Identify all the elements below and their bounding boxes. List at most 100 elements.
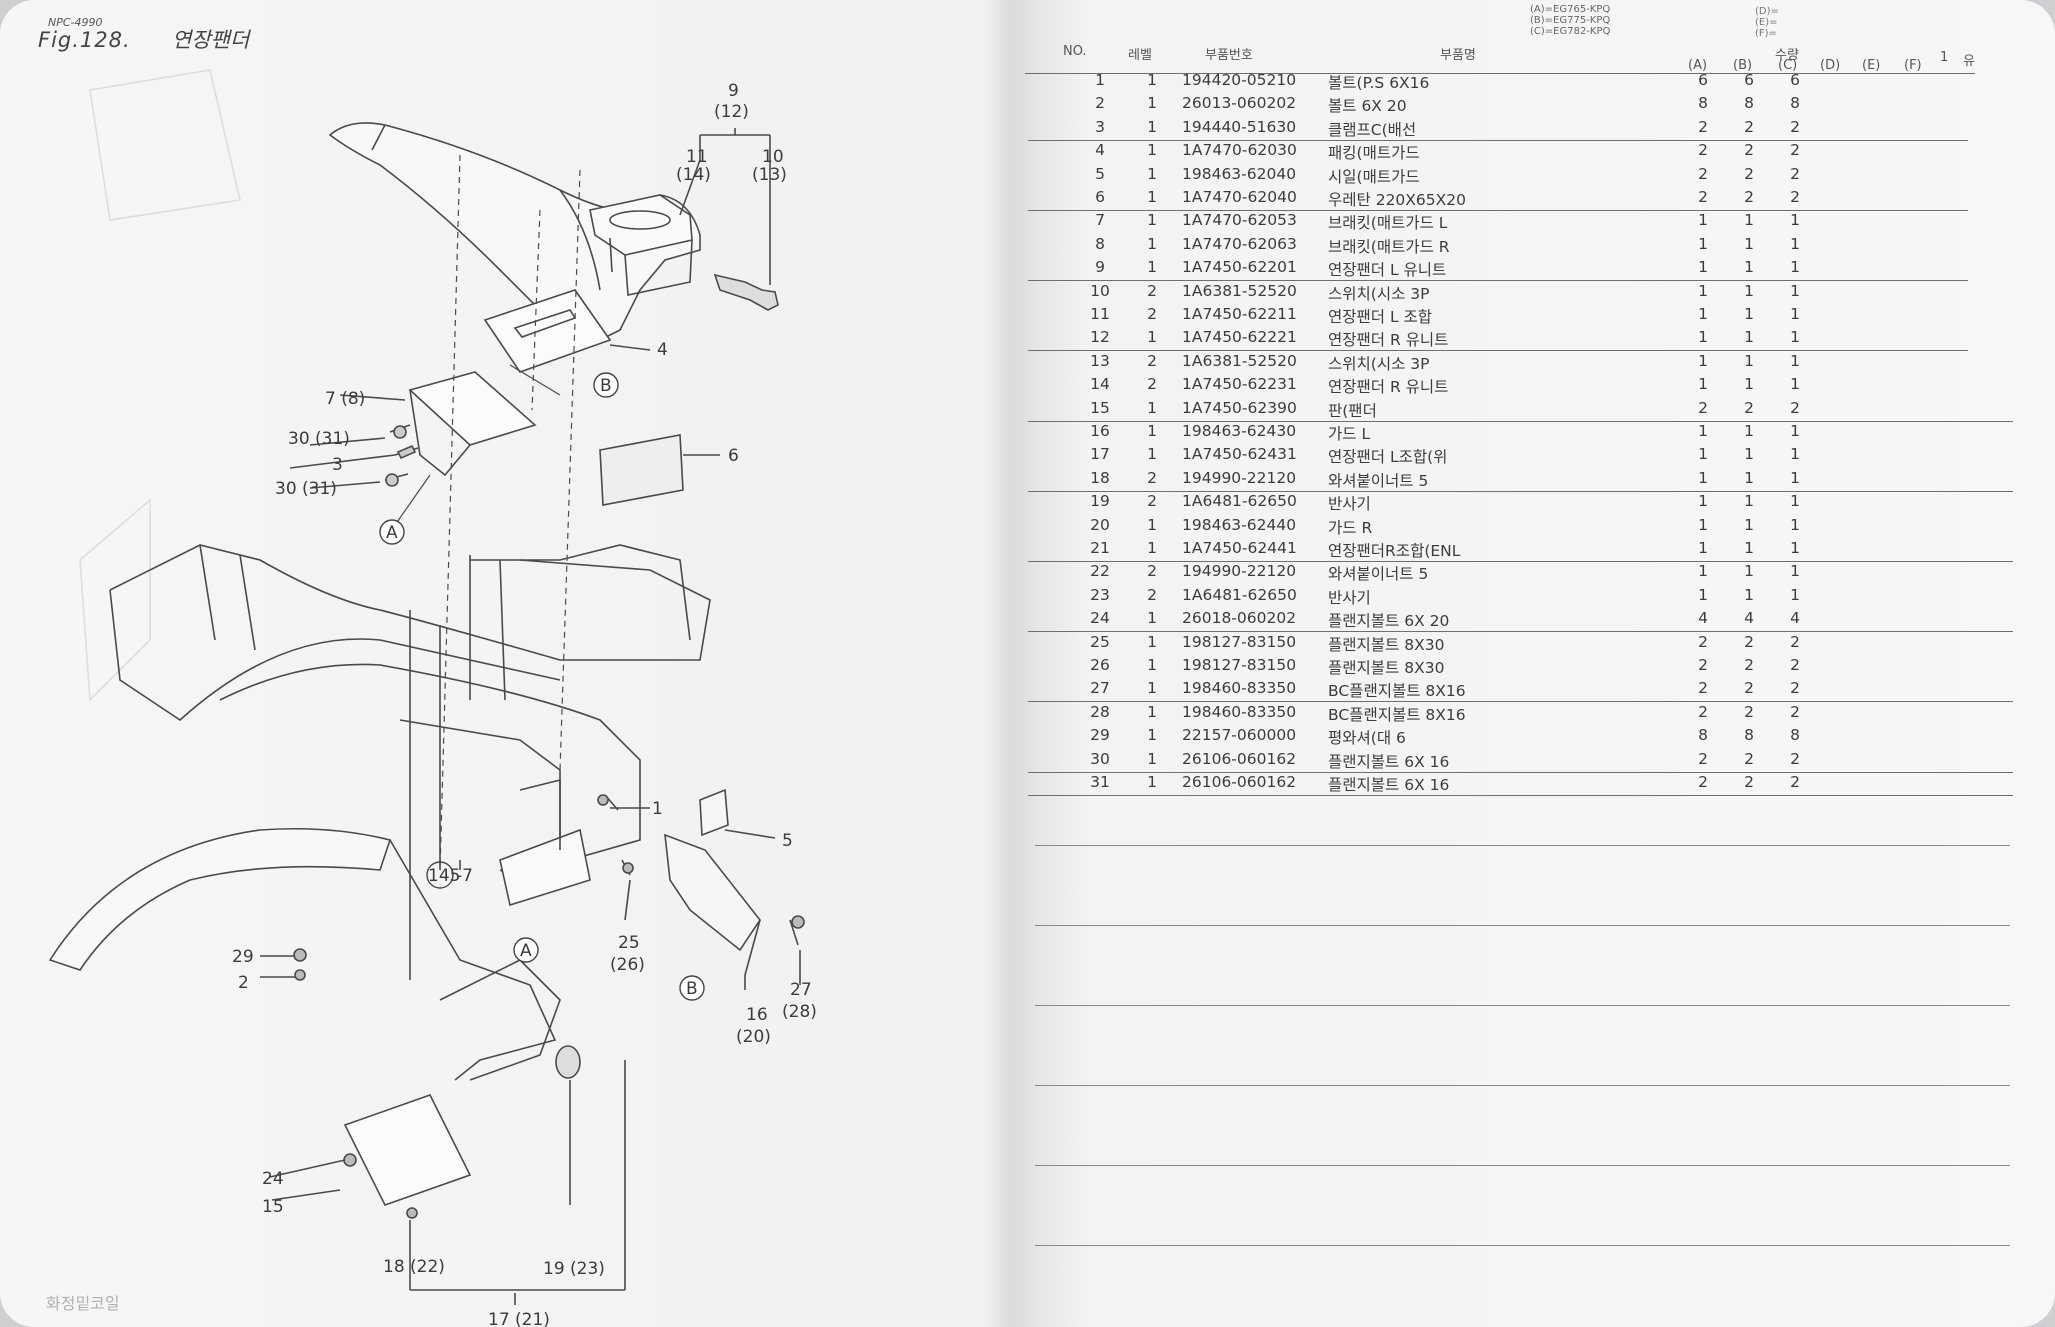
cell-no: 27 (1090, 679, 1110, 698)
cell-a: 2 (1698, 773, 1708, 791)
cell-name: 패킹(매트가드 (1328, 144, 1420, 163)
cell-no: 31 (1090, 773, 1110, 791)
cell-name: BC플랜지볼트 8X16 (1328, 682, 1466, 701)
cell-c: 1 (1790, 492, 1800, 511)
cell-b: 1 (1744, 305, 1754, 323)
cell-pn: 26106-060162 (1182, 773, 1297, 791)
cell-no: 2 (1095, 94, 1105, 113)
header-qty-col-3: (D) (1820, 58, 1841, 73)
cell-pn: 1A7450-62211 (1182, 305, 1297, 323)
cell-pn: 26018-060202 (1182, 609, 1297, 628)
group-rule (1028, 139, 1968, 141)
cell-no: 3 (1095, 117, 1105, 136)
cell-no: 13 (1090, 351, 1110, 370)
cell-b: 1 (1744, 492, 1754, 511)
header-part-no: 부품번호 (1205, 48, 1253, 63)
cell-c: 1 (1790, 468, 1800, 487)
cell-no: 19 (1090, 492, 1110, 511)
cell-no: 23 (1090, 585, 1110, 604)
cell-pn: 26106-060162 (1182, 749, 1297, 768)
cell-lv: 1 (1147, 702, 1157, 721)
callout-145: 145 (428, 866, 460, 886)
cell-no: 16 (1090, 422, 1110, 440)
cell-pn: 194990-22120 (1182, 562, 1297, 581)
header-level: 레벨 (1128, 48, 1152, 63)
cell-name: 연장팬더 L조합(위 (1328, 448, 1448, 467)
cell-lv: 2 (1147, 375, 1157, 394)
callout-13: (13) (752, 165, 787, 185)
cell-no: 20 (1090, 515, 1110, 534)
cell-c: 1 (1790, 328, 1800, 347)
cell-pn: 198460-83350 (1182, 702, 1297, 721)
cell-pn: 198127-83150 (1182, 632, 1297, 651)
cell-c: 1 (1790, 585, 1800, 604)
cell-name: 와셔붙이너트 5 (1328, 471, 1429, 490)
cell-c: 1 (1790, 234, 1800, 253)
cell-name: 연장팬더 R 유니트 (1328, 378, 1449, 397)
cell-no: 25 (1090, 632, 1110, 651)
cell-name: 플랜지볼트 8X30 (1328, 635, 1445, 654)
cell-a: 2 (1698, 632, 1708, 651)
cell-a: 6 (1698, 71, 1708, 89)
cell-c: 1 (1790, 562, 1800, 581)
cell-c: 2 (1790, 702, 1800, 721)
cell-b: 1 (1744, 585, 1754, 604)
cell-c: 8 (1790, 94, 1800, 113)
blank-rule-2 (1035, 1005, 2010, 1006)
callout-2: 2 (238, 973, 249, 993)
cell-lv: 2 (1147, 281, 1157, 300)
cell-lv: 2 (1147, 468, 1157, 487)
variant-legend-blank: (D)= (E)= (F)= (1755, 6, 1779, 39)
cell-c: 2 (1790, 188, 1800, 206)
callout-26: (26) (610, 955, 645, 975)
cell-a: 2 (1698, 188, 1708, 206)
cell-a: 1 (1698, 328, 1708, 347)
cell-a: 2 (1698, 164, 1708, 183)
cell-name: 볼트(P.S 6X16 (1328, 74, 1430, 92)
group-rule (1028, 490, 2013, 492)
callout-27: 27 (790, 980, 812, 1000)
callout-28: (28) (782, 1002, 817, 1022)
header-qty: 수량 (1775, 48, 1799, 63)
cell-a: 2 (1698, 702, 1708, 721)
cell-lv: 1 (1147, 211, 1157, 230)
cell-lv: 1 (1147, 539, 1157, 557)
cell-b: 2 (1744, 141, 1754, 160)
header-rule (1025, 73, 1975, 74)
cell-name: 시일(매트가드 (1328, 167, 1420, 186)
cell-lv: 1 (1147, 71, 1157, 89)
cell-a: 1 (1698, 211, 1708, 230)
callout-24: 24 (262, 1169, 284, 1189)
callout-20: (20) (736, 1027, 771, 1047)
cell-pn: 1A7470-62030 (1182, 141, 1297, 160)
callout-a-top: A (386, 523, 398, 543)
figure-number: Fig.128. (38, 28, 131, 52)
cell-lv: 1 (1147, 773, 1157, 791)
cell-name: BC플랜지볼트 8X16 (1328, 705, 1466, 724)
cell-lv: 2 (1147, 585, 1157, 604)
callout-16: 16 (746, 1005, 768, 1025)
cell-no: 21 (1090, 539, 1110, 557)
cell-lv: 1 (1147, 445, 1157, 464)
cell-c: 2 (1790, 773, 1800, 791)
cell-c: 2 (1790, 632, 1800, 651)
cell-lv: 1 (1147, 726, 1157, 745)
cell-b: 1 (1744, 281, 1754, 300)
cell-a: 1 (1698, 562, 1708, 581)
cell-c: 2 (1790, 398, 1800, 417)
variant-legend: (A)=EG765-KPQ (B)=EG775-KPQ (C)=EG782-KP… (1530, 4, 1610, 37)
callout-12: (12) (714, 102, 749, 122)
cell-b: 1 (1744, 539, 1754, 557)
model-code: NPC-4990 (48, 16, 103, 29)
cell-b: 2 (1744, 117, 1754, 136)
cell-name: 브래킷(매트가드 R (1328, 237, 1450, 256)
callout-19: 19 (23) (543, 1259, 605, 1279)
